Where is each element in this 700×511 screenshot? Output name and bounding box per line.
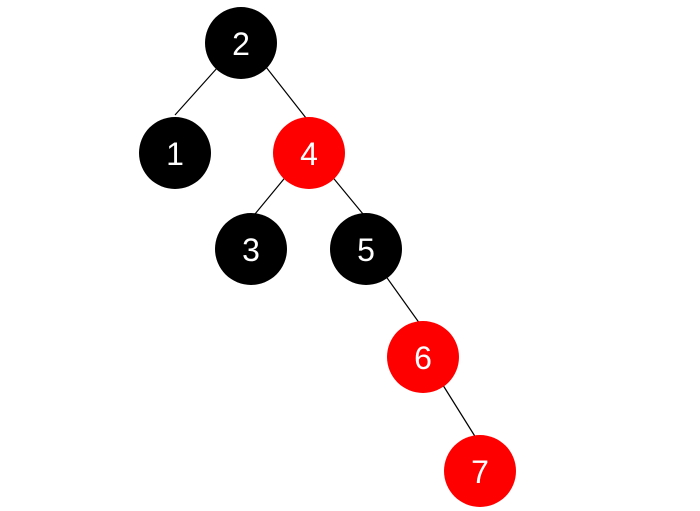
node-label-3: 3 bbox=[242, 232, 260, 268]
tree-node-6: 6 bbox=[387, 321, 459, 393]
edge-4-5 bbox=[329, 173, 364, 215]
tree-node-5: 5 bbox=[330, 213, 402, 285]
edge-6-7 bbox=[440, 381, 477, 439]
node-label-1: 1 bbox=[166, 136, 184, 172]
tree-node-3: 3 bbox=[215, 213, 287, 285]
node-label-4: 4 bbox=[300, 136, 318, 172]
node-label-2: 2 bbox=[232, 26, 250, 62]
edge-2-4 bbox=[265, 66, 307, 119]
tree-node-7: 7 bbox=[444, 435, 516, 507]
tree-node-2: 2 bbox=[205, 7, 277, 79]
edge-4-3 bbox=[254, 173, 289, 215]
tree-node-4: 4 bbox=[273, 117, 345, 189]
edge-2-1 bbox=[174, 66, 219, 116]
edge-5-6 bbox=[384, 274, 421, 325]
tree-node-1: 1 bbox=[139, 117, 211, 189]
node-label-6: 6 bbox=[414, 340, 432, 376]
node-label-5: 5 bbox=[357, 232, 375, 268]
node-label-7: 7 bbox=[471, 454, 489, 490]
